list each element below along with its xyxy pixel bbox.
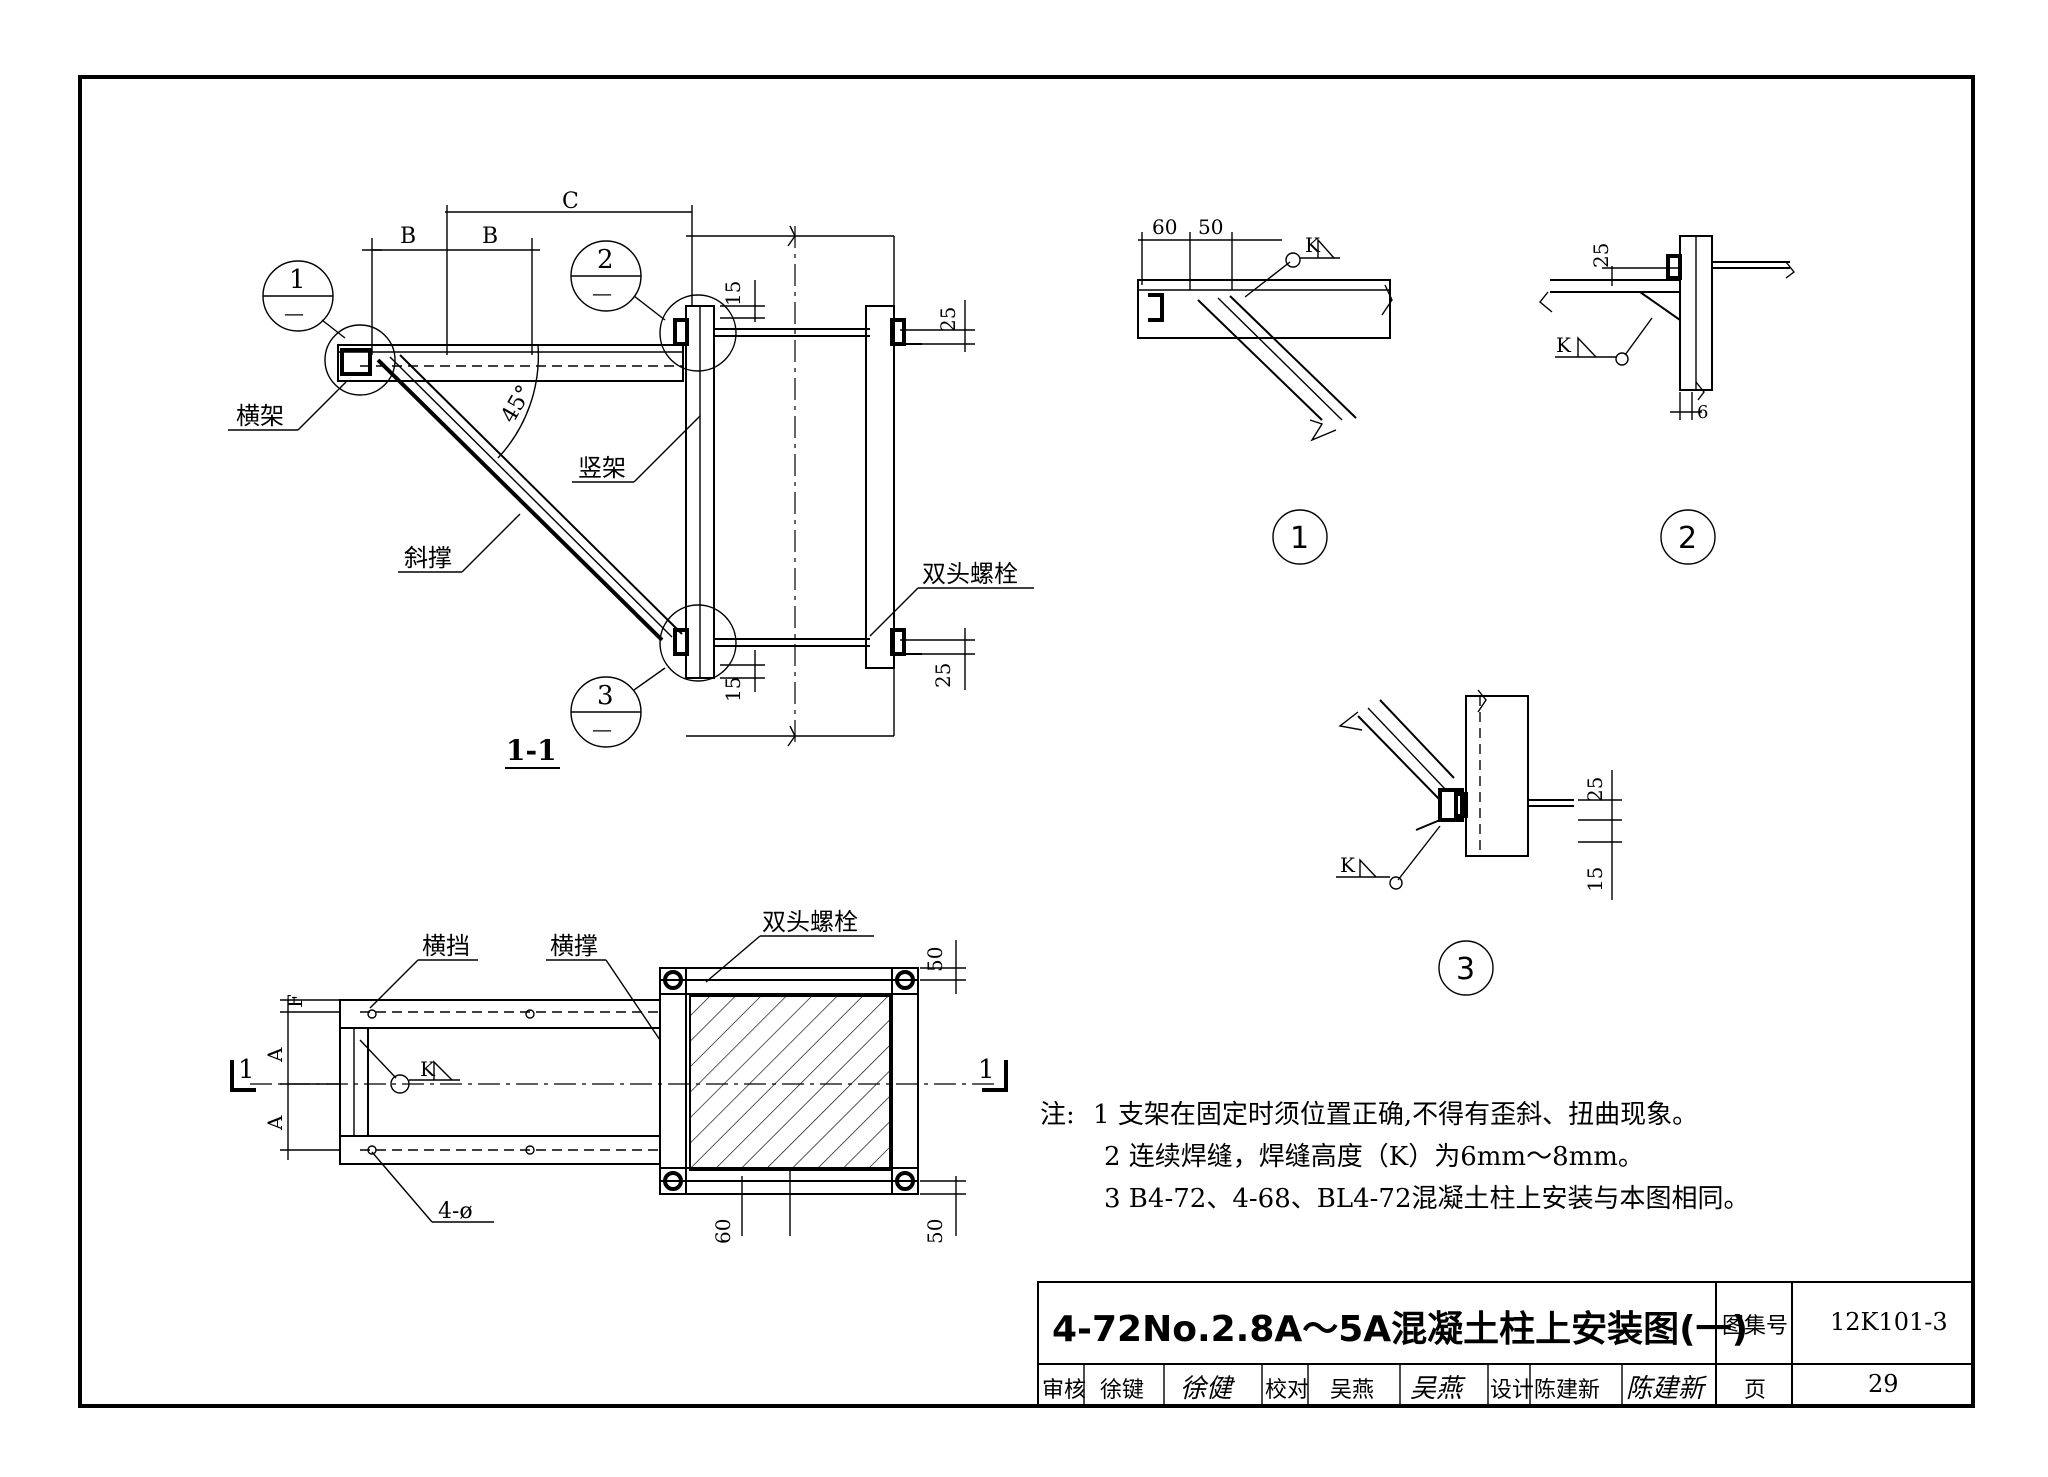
d2-dim-25: 25 — [1589, 243, 1613, 268]
section-mark-left: 1 — [238, 1055, 255, 1085]
callout-1-num: 1 — [289, 265, 306, 295]
d2-dim-6: 6 — [1697, 402, 1708, 423]
dim-25-top: 25 — [936, 307, 960, 332]
dim-b2: B — [482, 224, 498, 249]
dim-15-bot: 15 — [721, 677, 745, 702]
d3-weld-k: K — [1340, 853, 1356, 877]
d2-label: 2 — [1678, 521, 1697, 556]
note-3: 3 B4-72、4-68、BL4-72混凝土柱上安装与本图相同。 — [1104, 1184, 1750, 1214]
plan-bolt-note: 4-ø — [438, 1199, 473, 1224]
atlas-value: 12K101-3 — [1830, 1308, 1948, 1336]
plan-dim-a2: A — [263, 1115, 287, 1131]
label-xiecheng: 斜撑 — [404, 544, 452, 572]
dim-c: C — [562, 189, 579, 214]
detail-1: 60 50 K 1 — [1137, 215, 1393, 565]
note-1: 1 支架在固定时须位置正确,不得有歪斜、扭曲现象。 — [1093, 1100, 1699, 1130]
detail-2: 25 K 6 2 — [1539, 235, 1795, 565]
d3-dim-15: 15 — [1583, 867, 1607, 892]
plan-dim-a1: A — [263, 1047, 287, 1063]
d1-weld-k: K — [1305, 233, 1321, 257]
drawing-title: 4-72No.2.8A～5A混凝土柱上安装图(一) — [1052, 1309, 1749, 1350]
check-name: 吴燕 — [1330, 1378, 1375, 1403]
label-hengjia: 横架 — [236, 402, 284, 430]
d1-dim-50: 50 — [1198, 215, 1223, 239]
design-sign: 陈建新 — [1626, 1374, 1705, 1404]
label-hengcheng: 横撑 — [550, 932, 598, 960]
plan-weld-k: K — [420, 1057, 436, 1081]
label-shuangtou-2: 双头螺栓 — [762, 908, 858, 936]
notes-lead: 注: — [1040, 1100, 1075, 1130]
design-label: 设计 — [1490, 1378, 1535, 1403]
section-title-1-1: 1-1 — [506, 734, 557, 767]
d1-label: 1 — [1290, 521, 1309, 556]
callout-2-sub: — — [592, 281, 612, 305]
dim-b1: B — [400, 224, 416, 249]
callout-2-num: 2 — [597, 245, 614, 275]
callout-3-num: 3 — [597, 681, 614, 711]
title-block — [1037, 1281, 1974, 1407]
sheet-border — [78, 75, 1975, 1408]
d3-label: 3 — [1456, 952, 1475, 987]
label-shuangtou-1: 双头螺栓 — [922, 560, 1018, 588]
note-2: 2 连续焊缝，焊缝高度（K）为6mm～8mm。 — [1104, 1142, 1644, 1172]
dim-25-bot: 25 — [931, 663, 955, 688]
page-value: 29 — [1868, 1370, 1899, 1398]
d2-weld-k: K — [1556, 333, 1572, 357]
review-sign: 徐健 — [1180, 1374, 1233, 1404]
label-hengdang: 横挡 — [422, 932, 470, 960]
d1-dim-60: 60 — [1152, 215, 1177, 239]
angle-45: 45° — [496, 381, 537, 427]
plan-dim-50-top: 50 — [923, 947, 947, 972]
design-name: 陈建新 — [1534, 1378, 1601, 1403]
review-label: 审核 — [1042, 1378, 1087, 1403]
plan-dim-60: 60 — [711, 1219, 735, 1244]
atlas-label: 图集号 — [1722, 1314, 1789, 1339]
plan-dim-f: F — [283, 994, 307, 1008]
plan-view: K 1 1 F A A 50 50 60 横挡 横撑 — [230, 908, 1008, 1244]
notes-block: 注: 1 支架在固定时须位置正确,不得有歪斜、扭曲现象。 2 连续焊缝，焊缝高度… — [1040, 1094, 1750, 1220]
d3-dim-25: 25 — [1583, 777, 1607, 802]
check-label: 校对 — [1265, 1378, 1310, 1403]
plan-dim-50-bot: 50 — [923, 1219, 947, 1244]
section-mark-right: 1 — [978, 1055, 995, 1085]
label-shujia: 竖架 — [578, 454, 626, 482]
callout-3-sub: — — [592, 717, 612, 741]
dim-15-top: 15 — [721, 281, 745, 306]
check-sign: 吴燕 — [1410, 1374, 1463, 1404]
detail-3: 25 15 K 3 — [1336, 689, 1622, 996]
review-name: 徐键 — [1100, 1378, 1145, 1403]
page-label: 页 — [1744, 1378, 1767, 1403]
callout-1-sub: — — [284, 301, 304, 325]
section-1-1: B B C 45° — [228, 189, 1034, 769]
